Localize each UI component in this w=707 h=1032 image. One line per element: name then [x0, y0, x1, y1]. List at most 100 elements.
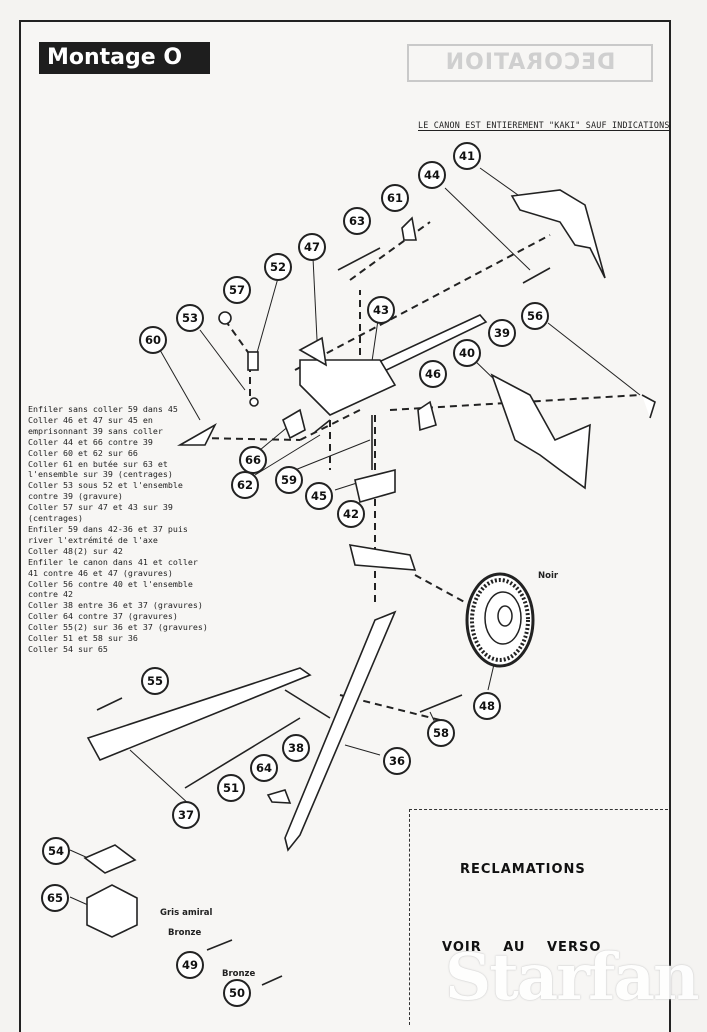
- instruction-step: Coller 54 sur 65: [28, 643, 108, 654]
- part-number: 64: [256, 761, 272, 775]
- part-callout-49: 49: [176, 951, 204, 979]
- instruction-step: Coller 56 contre 40 et l'ensemble contre…: [28, 578, 198, 600]
- claims-box: RECLAMATIONS VOIR AU VERSO: [409, 809, 668, 1025]
- part-callout-56: 56: [521, 302, 549, 330]
- part-38: [284, 689, 331, 719]
- instruction-step: Coller 64 contre 37 (gravures): [28, 611, 178, 622]
- part-callout-66: 66: [239, 446, 267, 474]
- part-callout-57: 57: [223, 276, 251, 304]
- trail-part-37: [86, 667, 312, 762]
- part-callout-45: 45: [305, 482, 333, 510]
- part-number: 59: [281, 473, 297, 487]
- part-number: 66: [245, 453, 261, 467]
- instruction-step: Coller 48(2) sur 42: [28, 545, 123, 556]
- part-56: [641, 394, 656, 419]
- part-callout-36: 36: [383, 747, 411, 775]
- part-callout-51: 51: [217, 774, 245, 802]
- part-callout-43: 43: [367, 296, 395, 324]
- color-label-gris-amiral: Gris amiral: [160, 908, 213, 918]
- leader-lines: [69, 167, 641, 906]
- part-number: 38: [288, 741, 304, 755]
- part-callout-59: 59: [275, 466, 303, 494]
- instruction-step: Enfiler sans coller 59 dans 45: [28, 404, 178, 414]
- part-number: 53: [182, 311, 198, 325]
- part-52: [247, 351, 259, 371]
- instruction-step: Coller 57 sur 47 et 43 sur 39 (centrages…: [28, 502, 178, 524]
- part-callout-44: 44: [418, 161, 446, 189]
- part-number: 47: [304, 240, 320, 254]
- part-60: [176, 422, 217, 446]
- cradle-part-40: [490, 373, 591, 490]
- claims-title: RECLAMATIONS: [460, 862, 586, 877]
- part-callout-63: 63: [343, 207, 371, 235]
- part-number: 37: [178, 808, 194, 822]
- part-number: 63: [349, 214, 365, 228]
- axle-rod-part-64: [184, 717, 301, 789]
- instruction-step: Coller 53 sous 52 et l'ensemble contre 3…: [28, 480, 188, 502]
- part-callout-64: 64: [250, 754, 278, 782]
- part-61: [401, 216, 417, 241]
- instruction-step: Coller 60 et 62 sur 66: [28, 447, 138, 458]
- color-label-bronze: Bronze: [222, 969, 256, 979]
- part-number: 60: [145, 333, 161, 347]
- color-label-bronze: Bronze: [168, 928, 202, 938]
- part-callout-58: 58: [427, 719, 455, 747]
- box-part-65: [86, 884, 138, 938]
- part-number: 36: [389, 754, 405, 768]
- part-50: [261, 975, 283, 986]
- part-66: [282, 408, 306, 440]
- part-number: 48: [479, 699, 495, 713]
- page-title: Montage O: [39, 42, 210, 74]
- instruction-step: Coller 51 et 58 sur 36: [28, 633, 138, 644]
- wheel-part-48: [465, 572, 535, 668]
- part-number: 62: [237, 478, 253, 492]
- instruction-step: Coller 38 entre 36 et 37 (gravures): [28, 600, 203, 611]
- trail-part-36: [284, 610, 397, 852]
- part-callout-48: 48: [473, 692, 501, 720]
- part-callout-40: 40: [453, 339, 481, 367]
- part-number: 46: [425, 367, 441, 381]
- part-number: 45: [311, 489, 327, 503]
- part-callout-50: 50: [223, 979, 251, 1007]
- part-callout-55: 55: [141, 667, 169, 695]
- part-number: 51: [223, 781, 239, 795]
- part-55: [96, 697, 123, 711]
- part-number: 65: [47, 891, 63, 905]
- instruction-step: Coller 55(2) sur 36 et 37 (gravures): [28, 622, 208, 633]
- part-number: 57: [229, 283, 245, 297]
- part-63: [337, 247, 381, 271]
- part-callout-62: 62: [231, 471, 259, 499]
- part-number: 54: [48, 844, 64, 858]
- part-number: 61: [387, 191, 403, 205]
- part-number: 43: [373, 303, 389, 317]
- part-callout-53: 53: [176, 304, 204, 332]
- watermark-logo: Starfan: [445, 940, 699, 1015]
- part-62: [314, 419, 331, 433]
- part-callout-52: 52: [264, 253, 292, 281]
- assembly-instructions: Enfiler sans coller 59 dans 45 Coller 46…: [28, 404, 210, 655]
- part-number: 49: [182, 958, 198, 972]
- part-callout-54: 54: [42, 837, 70, 865]
- color-label-noir: Noir: [538, 571, 559, 581]
- part-callout-41: 41: [453, 142, 481, 170]
- shield-part-41: [510, 189, 606, 279]
- part-44: [522, 267, 551, 284]
- instruction-step: Enfiler 59 dans 42-36 et 37 puis river l…: [28, 523, 193, 545]
- part-46: [417, 400, 437, 432]
- part-51: [266, 789, 292, 804]
- part-callout-39: 39: [488, 319, 516, 347]
- color-note: LE CANON EST ENTIEREMENT "KAKI" SAUF IND…: [418, 120, 670, 131]
- part-number: 50: [229, 986, 245, 1000]
- part-callout-61: 61: [381, 184, 409, 212]
- part-number: 56: [527, 309, 543, 323]
- part-number: 58: [433, 726, 449, 740]
- part-number: 39: [494, 326, 510, 340]
- instruction-step: Coller 46 et 47 sur 45 en emprisonnant 3…: [28, 414, 163, 436]
- part-callout-46: 46: [419, 360, 447, 388]
- part-callout-42: 42: [337, 500, 365, 528]
- part-47: [298, 336, 328, 367]
- plate-part-54: [83, 844, 137, 874]
- claims-subtitle: VOIR AU VERSO: [442, 940, 602, 955]
